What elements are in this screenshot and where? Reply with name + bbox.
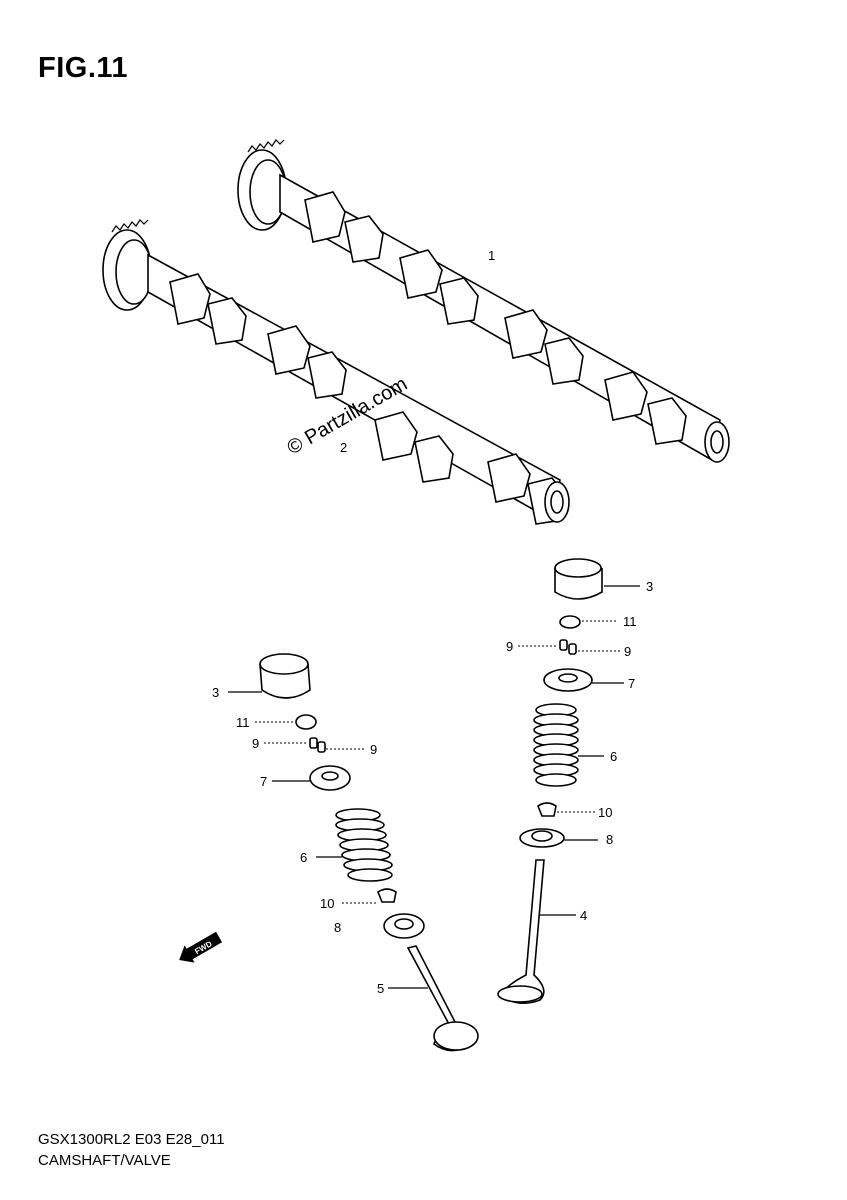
callout-2: 2	[340, 440, 347, 455]
callout-4: 4	[580, 908, 587, 923]
callout-8-left: 8	[334, 920, 341, 935]
forward-arrow-icon: FWD	[179, 931, 223, 963]
callout-10-left: 10	[320, 896, 334, 911]
callout-6-right: 6	[610, 749, 617, 764]
callout-10-right: 10	[598, 805, 612, 820]
figure-title: FIG.11	[38, 52, 129, 84]
callout-8-right: 8	[606, 832, 613, 847]
callout-1: 1	[488, 248, 495, 263]
callout-9-right-b: 9	[624, 644, 631, 659]
callout-3-right: 3	[646, 579, 653, 594]
left-valve-assembly	[228, 653, 479, 1052]
callout-9-left-a: 9	[252, 736, 259, 751]
camshaft-1	[237, 139, 730, 463]
callout-7-left: 7	[260, 774, 267, 789]
callout-3-left: 3	[212, 685, 219, 700]
valve-spring-left	[335, 808, 393, 882]
callout-5: 5	[377, 981, 384, 996]
valve-spring-right	[533, 703, 579, 787]
callout-6-left: 6	[300, 850, 307, 865]
callout-11-left: 11	[236, 715, 250, 730]
callout-9-right-a: 9	[506, 639, 513, 654]
callout-11-right: 11	[623, 614, 637, 629]
right-valve-assembly	[497, 558, 640, 1004]
model-code: GSX1300RL2 E03 E28_011	[38, 1131, 225, 1148]
section-name: CAMSHAFT/VALVE	[38, 1152, 171, 1169]
callout-9-left-b: 9	[370, 742, 377, 757]
camshaft-2	[102, 219, 570, 525]
callout-7-right: 7	[628, 676, 635, 691]
